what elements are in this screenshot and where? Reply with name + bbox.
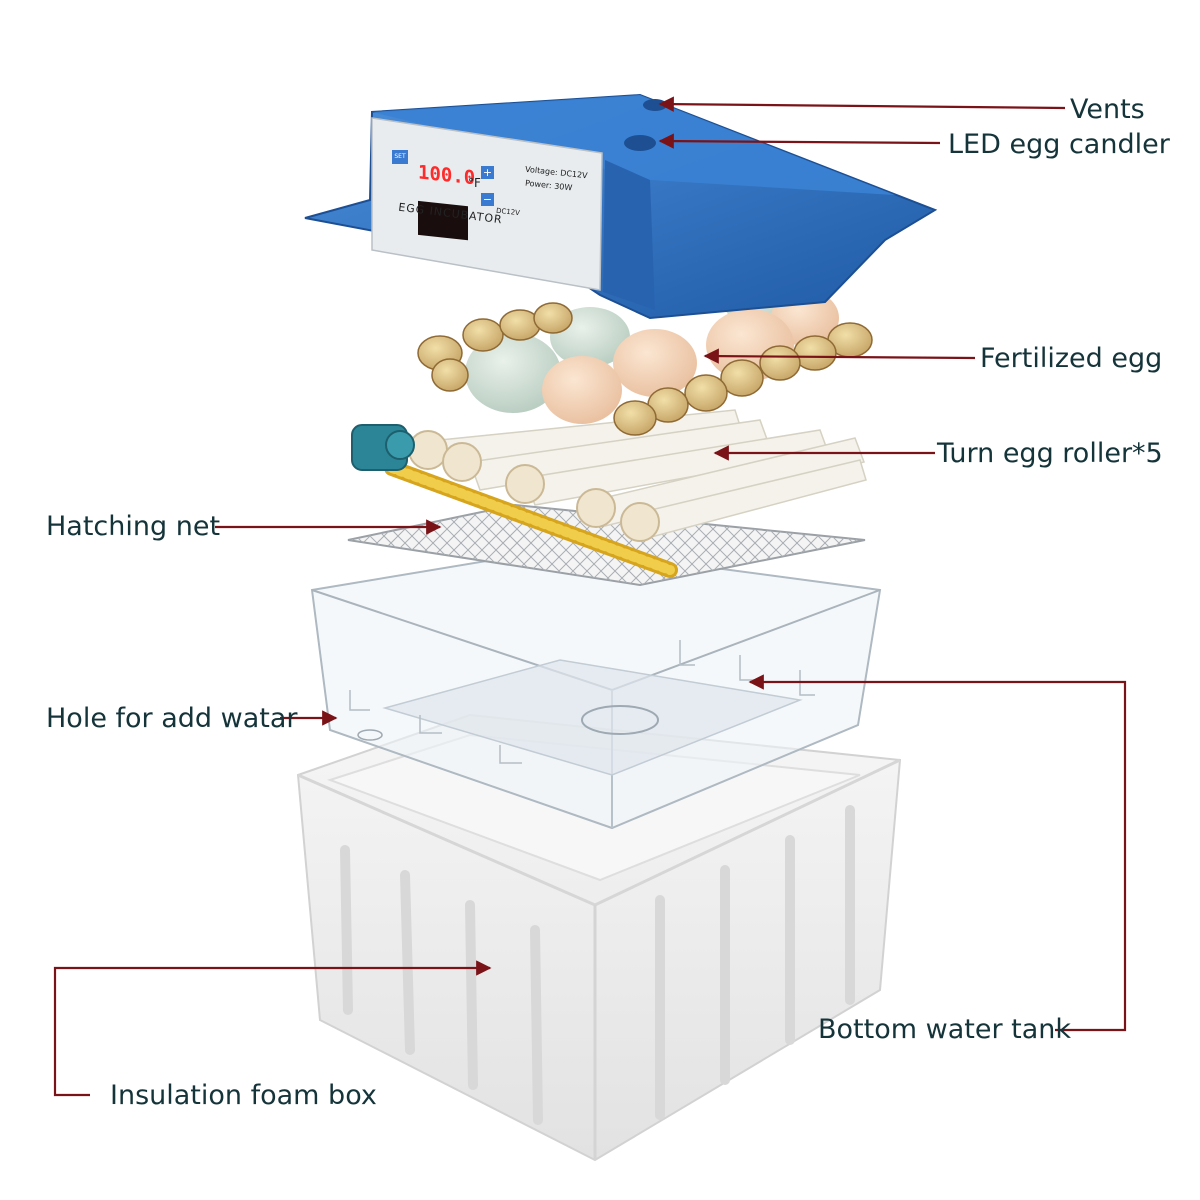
leader-lines [53, 96, 1127, 1097]
led-candler-hole [624, 135, 656, 151]
incubator-lid [304, 93, 938, 320]
turn-egg-rollers [351, 409, 867, 578]
worm-gear-shaft [384, 460, 678, 578]
leader-insulation-foam-box [53, 960, 492, 1097]
label-insulation-foam-box: Insulation foam box [110, 1080, 377, 1111]
minus-button[interactable]: − [481, 193, 494, 206]
label-hole-for-add-water: Hole for add watar [46, 703, 298, 734]
temperature-display [418, 200, 468, 241]
set-button[interactable]: SET [392, 150, 408, 164]
label-turn-egg-roller: Turn egg roller*5 [937, 438, 1163, 469]
label-led-egg-candler: LED egg candler [948, 129, 1170, 160]
turning-motor [351, 424, 415, 471]
label-bottom-water-tank: Bottom water tank [818, 1014, 1072, 1045]
label-hatching-net: Hatching net [46, 511, 221, 542]
leader-led-egg-candler [658, 133, 941, 149]
roller-gears [408, 430, 660, 542]
plus-button[interactable]: + [481, 166, 494, 179]
control-panel-unit: °F [468, 176, 481, 190]
leader-bottom-water-tank [748, 674, 1127, 1032]
control-panel-display: 100.0 [418, 161, 476, 190]
label-fertilized-egg: Fertilized egg [980, 343, 1163, 374]
bottom-water-tank [310, 546, 882, 830]
leader-vents [658, 96, 1066, 112]
label-vents: Vents [1070, 94, 1145, 125]
leader-fertilized-egg [703, 348, 976, 364]
